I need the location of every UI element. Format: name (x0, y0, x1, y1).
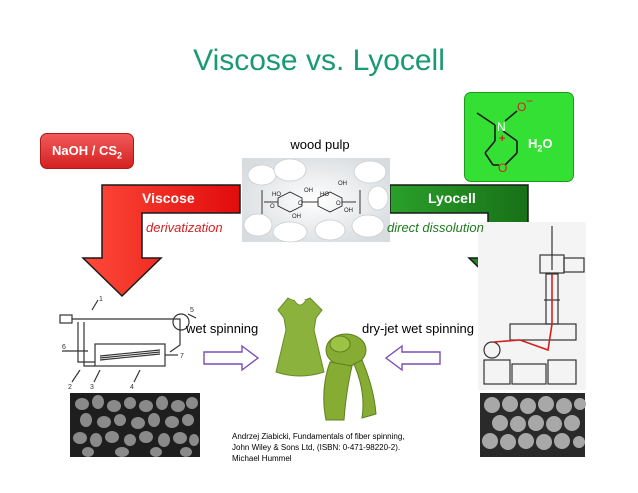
schematic-label: 3 (90, 384, 94, 391)
schematic-label: 2 (68, 384, 72, 391)
cellulose-atom: O (270, 204, 275, 210)
viscose-arrow-icon (81, 184, 241, 298)
cellulose-atom: O (298, 201, 303, 207)
dry-jet-apparatus-image (478, 222, 586, 390)
schematic-label: 5 (190, 307, 194, 314)
flow-arrow-left-icon (384, 344, 441, 372)
naoh-label: NaOH / CS (51, 143, 117, 158)
cellulose-atom: OH (338, 181, 347, 187)
flow-arrow-right-icon (203, 344, 260, 372)
viscose-label: Viscose (142, 190, 195, 206)
wet-spinning-label: wet spinning (186, 321, 259, 336)
cellulose-atom: OH (304, 188, 313, 194)
nmmo-atom-n: N (497, 120, 506, 134)
schematic-label: 4 (130, 384, 134, 391)
scarf-icon (323, 333, 377, 421)
direct-dissolution-label: direct dissolution (387, 220, 484, 235)
citation-line: Andrzej Ziabicki, Fundamentals of fiber … (232, 432, 405, 441)
citation-line: John Wiley & Sons Ltd, (ISBN: 0-471-9822… (232, 443, 401, 452)
cellulose-atom: HO (320, 192, 329, 198)
citation: Andrzej Ziabicki, Fundamentals of fiber … (232, 431, 452, 464)
derivatization-label: derivatization (146, 220, 223, 235)
nmmo-atom-o-top: O (517, 100, 526, 114)
wood-pulp-image: HO OH O OH O HO OH O OH (242, 158, 390, 243)
slide-title: Viscose vs. Lyocell (193, 44, 445, 77)
nmmo-structure-box: N + O − O (464, 92, 574, 182)
wood-pulp-label: wood pulp (290, 137, 350, 152)
cellulose-atom: HO (272, 192, 281, 198)
h2o-label: H2O (528, 136, 553, 154)
naoh-cs2-box: NaOH / CS2 (40, 133, 134, 169)
nmmo-charge-minus: − (526, 94, 533, 108)
citation-line: Michael Hummel (232, 454, 292, 463)
cellulose-atom: O (336, 201, 341, 207)
lyocell-label: Lyocell (428, 190, 476, 206)
viscose-fiber-micrograph (70, 393, 200, 457)
h2o-sub: 2 (537, 143, 543, 154)
cellulose-atom: OH (292, 214, 301, 220)
schematic-label: 6 (62, 344, 66, 351)
cellulose-atom: OH (344, 208, 353, 214)
dry-jet-wet-spinning-label: dry-jet wet spinning (362, 321, 474, 336)
schematic-label: 1 (99, 296, 103, 303)
wet-spinning-schematic (59, 299, 197, 383)
h2o-o: O (542, 136, 553, 151)
nmmo-structure-icon: N + O − O (476, 94, 533, 175)
dress-icon (275, 297, 325, 377)
nmmo-atom-o-ring: O (498, 161, 507, 175)
lyocell-fiber-micrograph (480, 393, 586, 457)
schematic-label: 7 (180, 353, 184, 360)
naoh-subscript: 2 (117, 150, 123, 161)
nmmo-charge-plus: + (499, 133, 505, 145)
h2o-h: H (528, 136, 538, 151)
